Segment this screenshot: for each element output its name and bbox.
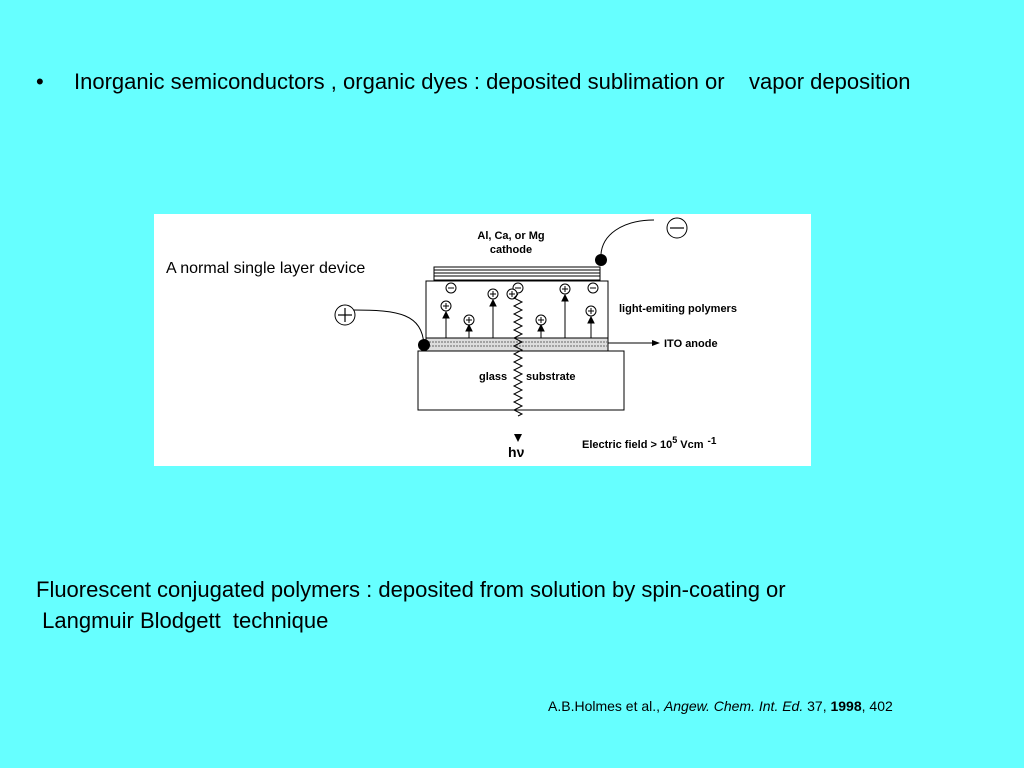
cathode-wire xyxy=(600,219,655,261)
citation-year: 1998 xyxy=(830,698,862,714)
polymer-label: light-emiting polymers xyxy=(619,303,737,315)
substrate-label: substrate xyxy=(526,371,576,383)
glass-label: glass xyxy=(479,371,507,383)
citation-sep: , xyxy=(822,698,831,714)
cathode-contact xyxy=(595,254,607,266)
anode-wire xyxy=(353,309,425,346)
ito-arrow-head xyxy=(652,340,660,346)
hole-flow-arrows xyxy=(442,293,595,338)
cathode-layer xyxy=(433,266,601,281)
field-label-group: Electric field > 105 Vcm -1 xyxy=(582,435,717,451)
anode-contact xyxy=(418,339,430,351)
bullet-marker: • xyxy=(36,69,44,94)
glass-substrate xyxy=(417,350,625,411)
cathode-label-line2: cathode xyxy=(490,244,532,256)
field-unit-exp: -1 xyxy=(708,436,717,447)
emitted-light-wave xyxy=(512,293,524,417)
citation-journal: Angew. Chem. Int. Ed. xyxy=(663,698,804,714)
citation-authors: A.B.Holmes et al., xyxy=(548,698,664,714)
paragraph-text: Fluorescent conjugated polymers : deposi… xyxy=(36,577,786,633)
field-exp: 5 xyxy=(672,435,677,445)
citation-volume: 37 xyxy=(803,698,823,714)
photon-label: hν xyxy=(508,444,525,460)
charge-carriers xyxy=(440,282,599,326)
photon-h: h xyxy=(508,444,517,460)
field-unit: Vcm xyxy=(677,439,704,451)
device-diagram: A normal single layer device Al, Ca, or … xyxy=(154,214,811,466)
light-arrow-head xyxy=(514,434,522,442)
citation: A.B.Holmes et al., Angew. Chem. Int. Ed.… xyxy=(548,697,893,715)
ito-label: ITO anode xyxy=(664,338,718,350)
bullet-text: Inorganic semiconductors , organic dyes … xyxy=(74,69,911,94)
cathode-label-line1: Al, Ca, or Mg xyxy=(477,230,544,242)
field-label: Electric field > 10 xyxy=(582,439,672,451)
device-diagram-svg: A normal single layer device Al, Ca, or … xyxy=(166,217,737,460)
diagram-title: A normal single layer device xyxy=(166,260,365,277)
citation-pages: , 402 xyxy=(861,698,893,714)
photon-nu: ν xyxy=(517,444,525,460)
